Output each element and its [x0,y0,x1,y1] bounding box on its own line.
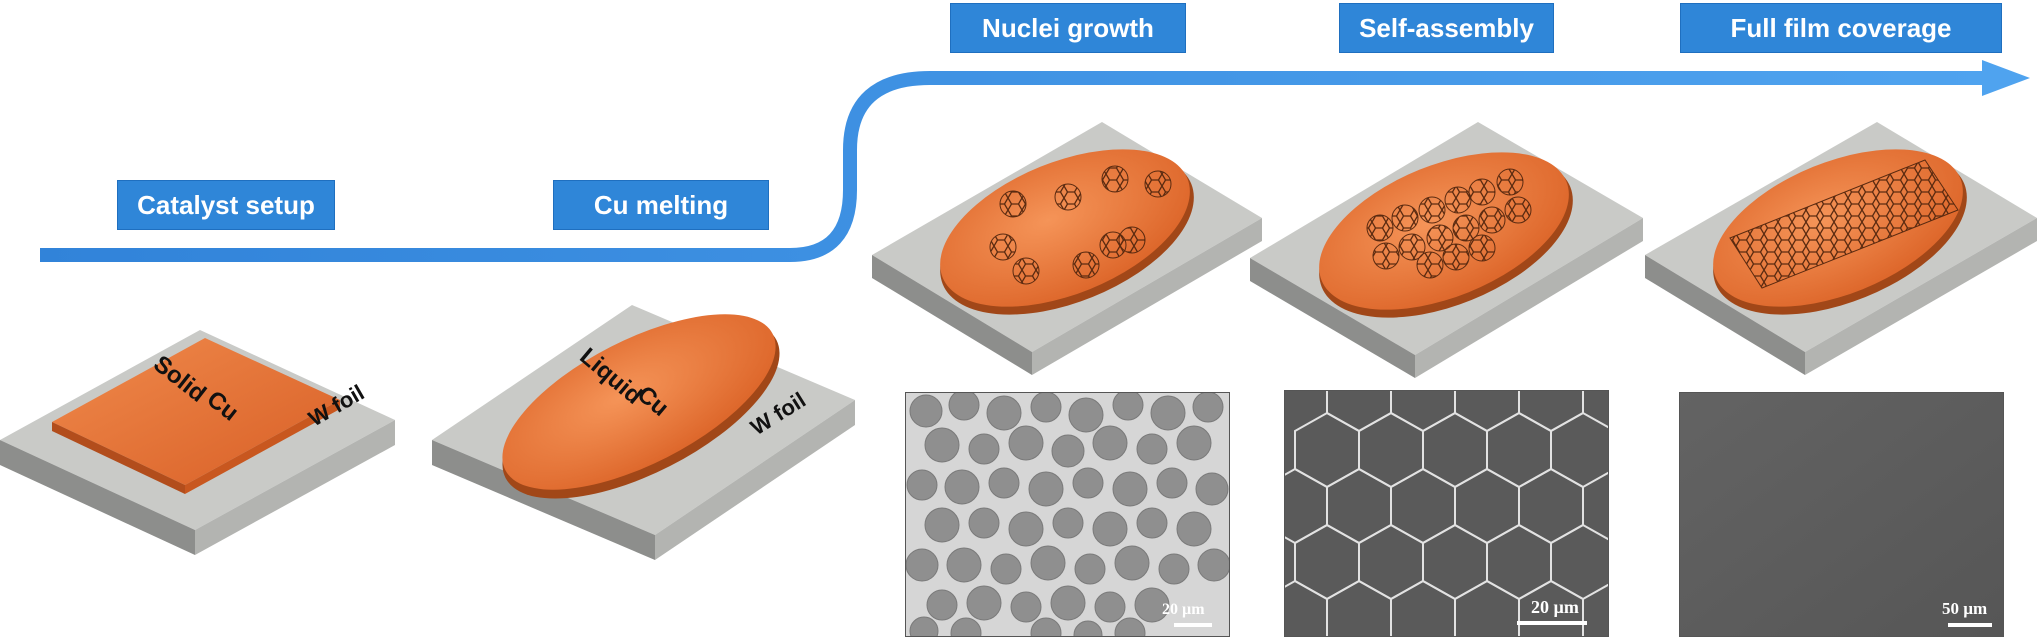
stage-cu-melting [432,305,855,560]
stage-catalyst-setup [0,330,395,555]
step-label-full-film-coverage: Full film coverage [1680,3,2002,53]
step-label-cu-melting: Cu melting [553,180,769,230]
stage-nuclei-growth [872,122,1262,375]
step-label-self-assembly: Self-assembly [1339,3,1554,53]
sem-scale-label-1: 20 µm [1162,601,1205,618]
step-label-catalyst-setup: Catalyst setup [117,180,335,230]
stage-self-assembly [1250,122,1643,378]
sem-image-nuclei-growth: 20 µm [905,392,1230,637]
step-label-nuclei-growth: Nuclei growth [950,3,1186,53]
sem-image-full-film-coverage: 50 µm [1679,392,2004,637]
sem-scale-label-3: 50 µm [1942,599,1988,618]
sem-scale-bar-3 [1948,623,1992,627]
sem-image-self-assembly: 20 µm [1284,390,1609,637]
stage-full-film-coverage [1645,122,2037,375]
sem-scale-bar-2 [1517,621,1587,625]
process-arrow-head [1982,60,2030,96]
sem-scale-bar-1 [1174,623,1212,627]
sem-scale-label-2: 20 µm [1531,597,1579,617]
process-arrow-path [40,71,1985,262]
